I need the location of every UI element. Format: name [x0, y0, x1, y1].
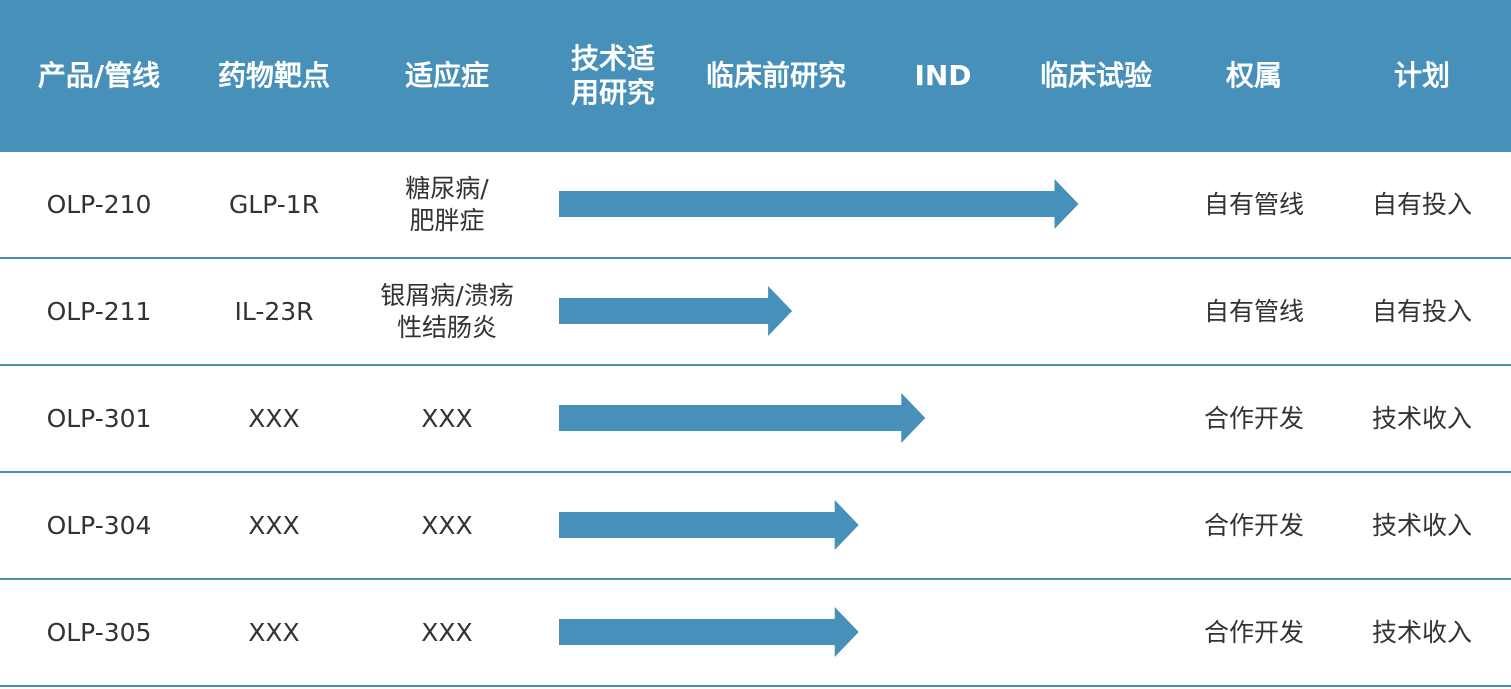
cell-plan: 自有投入 [1342, 259, 1502, 364]
cell-product: OLP-305 [10, 580, 188, 685]
cell-ownership: 合作开发 [1166, 580, 1342, 685]
cell-ownership: 合作开发 [1166, 473, 1342, 578]
cell-product-line: OLP-211 [46, 296, 152, 326]
header-clinical-trial: 临床试验 [1039, 59, 1152, 92]
cell-target: GLP-1R [188, 152, 360, 257]
header-product: 产品/管线 [37, 59, 161, 92]
header-ownership: 权属 [1225, 59, 1282, 92]
cell-indication-line: 银屑病/溃疡 [380, 280, 514, 310]
cell-ownership-line: 合作开发 [1203, 510, 1304, 540]
table-row: OLP-211 IL-23R 银屑病/溃疡性结肠炎 自有管线 自有投入 [0, 259, 1511, 366]
cell-ownership-line: 自有管线 [1203, 189, 1304, 219]
table-row: OLP-301 XXX XXX 合作开发 技术收入 [0, 366, 1511, 473]
cell-plan-line: 技术收入 [1371, 403, 1472, 433]
cell-ownership: 自有管线 [1166, 259, 1342, 364]
cell-indication-line: XXX [421, 403, 473, 433]
cell-indication: 糖尿病/肥胖症 [360, 152, 534, 257]
cell-indication-line: 糖尿病/ [405, 173, 489, 203]
table-row: OLP-305 XXX XXX 合作开发 技术收入 [0, 580, 1511, 687]
cell-target: XXX [188, 366, 360, 471]
header-tech-research-line2: 用研究 [570, 76, 655, 109]
cell-ownership-line: 自有管线 [1203, 296, 1304, 326]
table-header: 产品/管线 药物靶点 适应症 技术适用研究 临床前研究 IND 临床试验 权属 … [0, 0, 1511, 152]
progress-arrow [559, 607, 859, 657]
cell-plan-line: 技术收入 [1371, 510, 1472, 540]
cell-product: OLP-211 [10, 259, 188, 364]
cell-plan-line: 自有投入 [1371, 189, 1472, 219]
cell-ownership: 自有管线 [1166, 152, 1342, 257]
header-preclinical: 临床前研究 [705, 59, 846, 92]
progress-arrow [559, 179, 1079, 229]
cell-target-line: XXX [248, 510, 300, 540]
cell-plan: 自有投入 [1342, 152, 1502, 257]
table-row: OLP-210 GLP-1R 糖尿病/肥胖症 自有管线 自有投入 [0, 152, 1511, 259]
cell-target-line: IL-23R [234, 296, 314, 326]
cell-product-line: OLP-305 [46, 617, 152, 647]
header-tech-research: 技术适用研究 [534, 0, 692, 152]
cell-plan: 技术收入 [1342, 580, 1502, 685]
cell-plan: 技术收入 [1342, 366, 1502, 471]
table-row: OLP-304 XXX XXX 合作开发 技术收入 [0, 473, 1511, 580]
cell-target-line: XXX [248, 403, 300, 433]
cell-target: XXX [188, 580, 360, 685]
cell-indication-line: XXX [421, 510, 473, 540]
cell-target: IL-23R [188, 259, 360, 364]
cell-plan-line: 技术收入 [1371, 617, 1472, 647]
header-indication: 适应症 [404, 59, 489, 92]
cell-product-line: OLP-304 [46, 510, 152, 540]
cell-target-line: GLP-1R [228, 189, 320, 219]
progress-arrow [559, 393, 926, 443]
cell-indication: XXX [360, 580, 534, 685]
header-plan: 计划 [1393, 59, 1450, 92]
cell-product-line: OLP-301 [46, 403, 152, 433]
cell-target-line: XXX [248, 617, 300, 647]
cell-indication: XXX [360, 473, 534, 578]
cell-plan-line: 自有投入 [1371, 296, 1472, 326]
progress-arrow [559, 500, 859, 550]
cell-product-line: OLP-210 [46, 189, 152, 219]
cell-ownership-line: 合作开发 [1203, 617, 1304, 647]
cell-product: OLP-304 [10, 473, 188, 578]
cell-indication-line: 肥胖症 [409, 205, 485, 235]
cell-ownership-line: 合作开发 [1203, 403, 1304, 433]
progress-arrow [559, 286, 793, 336]
cell-indication: 银屑病/溃疡性结肠炎 [360, 259, 534, 364]
cell-plan: 技术收入 [1342, 473, 1502, 578]
cell-indication: XXX [360, 366, 534, 471]
cell-ownership: 合作开发 [1166, 366, 1342, 471]
header-target: 药物靶点 [217, 59, 330, 92]
cell-target: XXX [188, 473, 360, 578]
header-ind: IND [914, 59, 972, 92]
cell-indication-line: 性结肠炎 [396, 312, 497, 342]
header-tech-research-line1: 技术适 [570, 42, 655, 75]
cell-product: OLP-301 [10, 366, 188, 471]
cell-product: OLP-210 [10, 152, 188, 257]
cell-indication-line: XXX [421, 617, 473, 647]
